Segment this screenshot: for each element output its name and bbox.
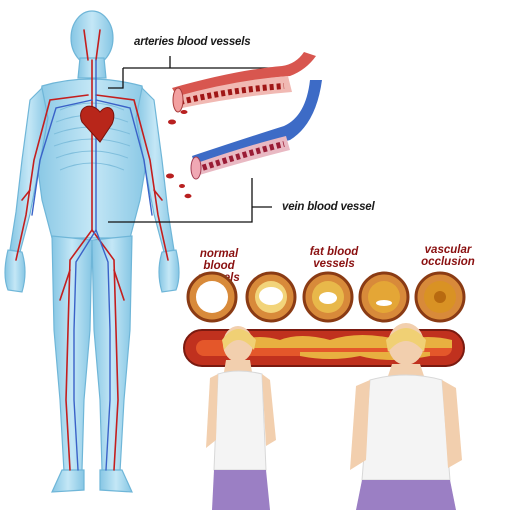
slim-woman — [206, 326, 276, 510]
fat-vessels-label: fat blood vessels — [309, 246, 359, 270]
blood-cells — [166, 110, 192, 199]
heart-icon — [80, 105, 115, 143]
vein-network — [31, 59, 153, 471]
cross-section-1 — [186, 271, 238, 323]
cross-section-4 — [358, 271, 410, 323]
artery-network — [15, 29, 169, 471]
full-woman — [350, 323, 462, 510]
vascular-occlusion-label: vascular occlusion — [421, 244, 475, 268]
vein-cutaway — [190, 80, 322, 180]
cross-section-2 — [245, 271, 297, 323]
arteries-label: arteries blood vessels — [134, 36, 251, 48]
cross-section-5 — [414, 271, 466, 323]
artery-cutaway — [172, 52, 316, 113]
vein-label: vein blood vessel — [282, 201, 375, 213]
cross-section-3 — [302, 271, 354, 323]
